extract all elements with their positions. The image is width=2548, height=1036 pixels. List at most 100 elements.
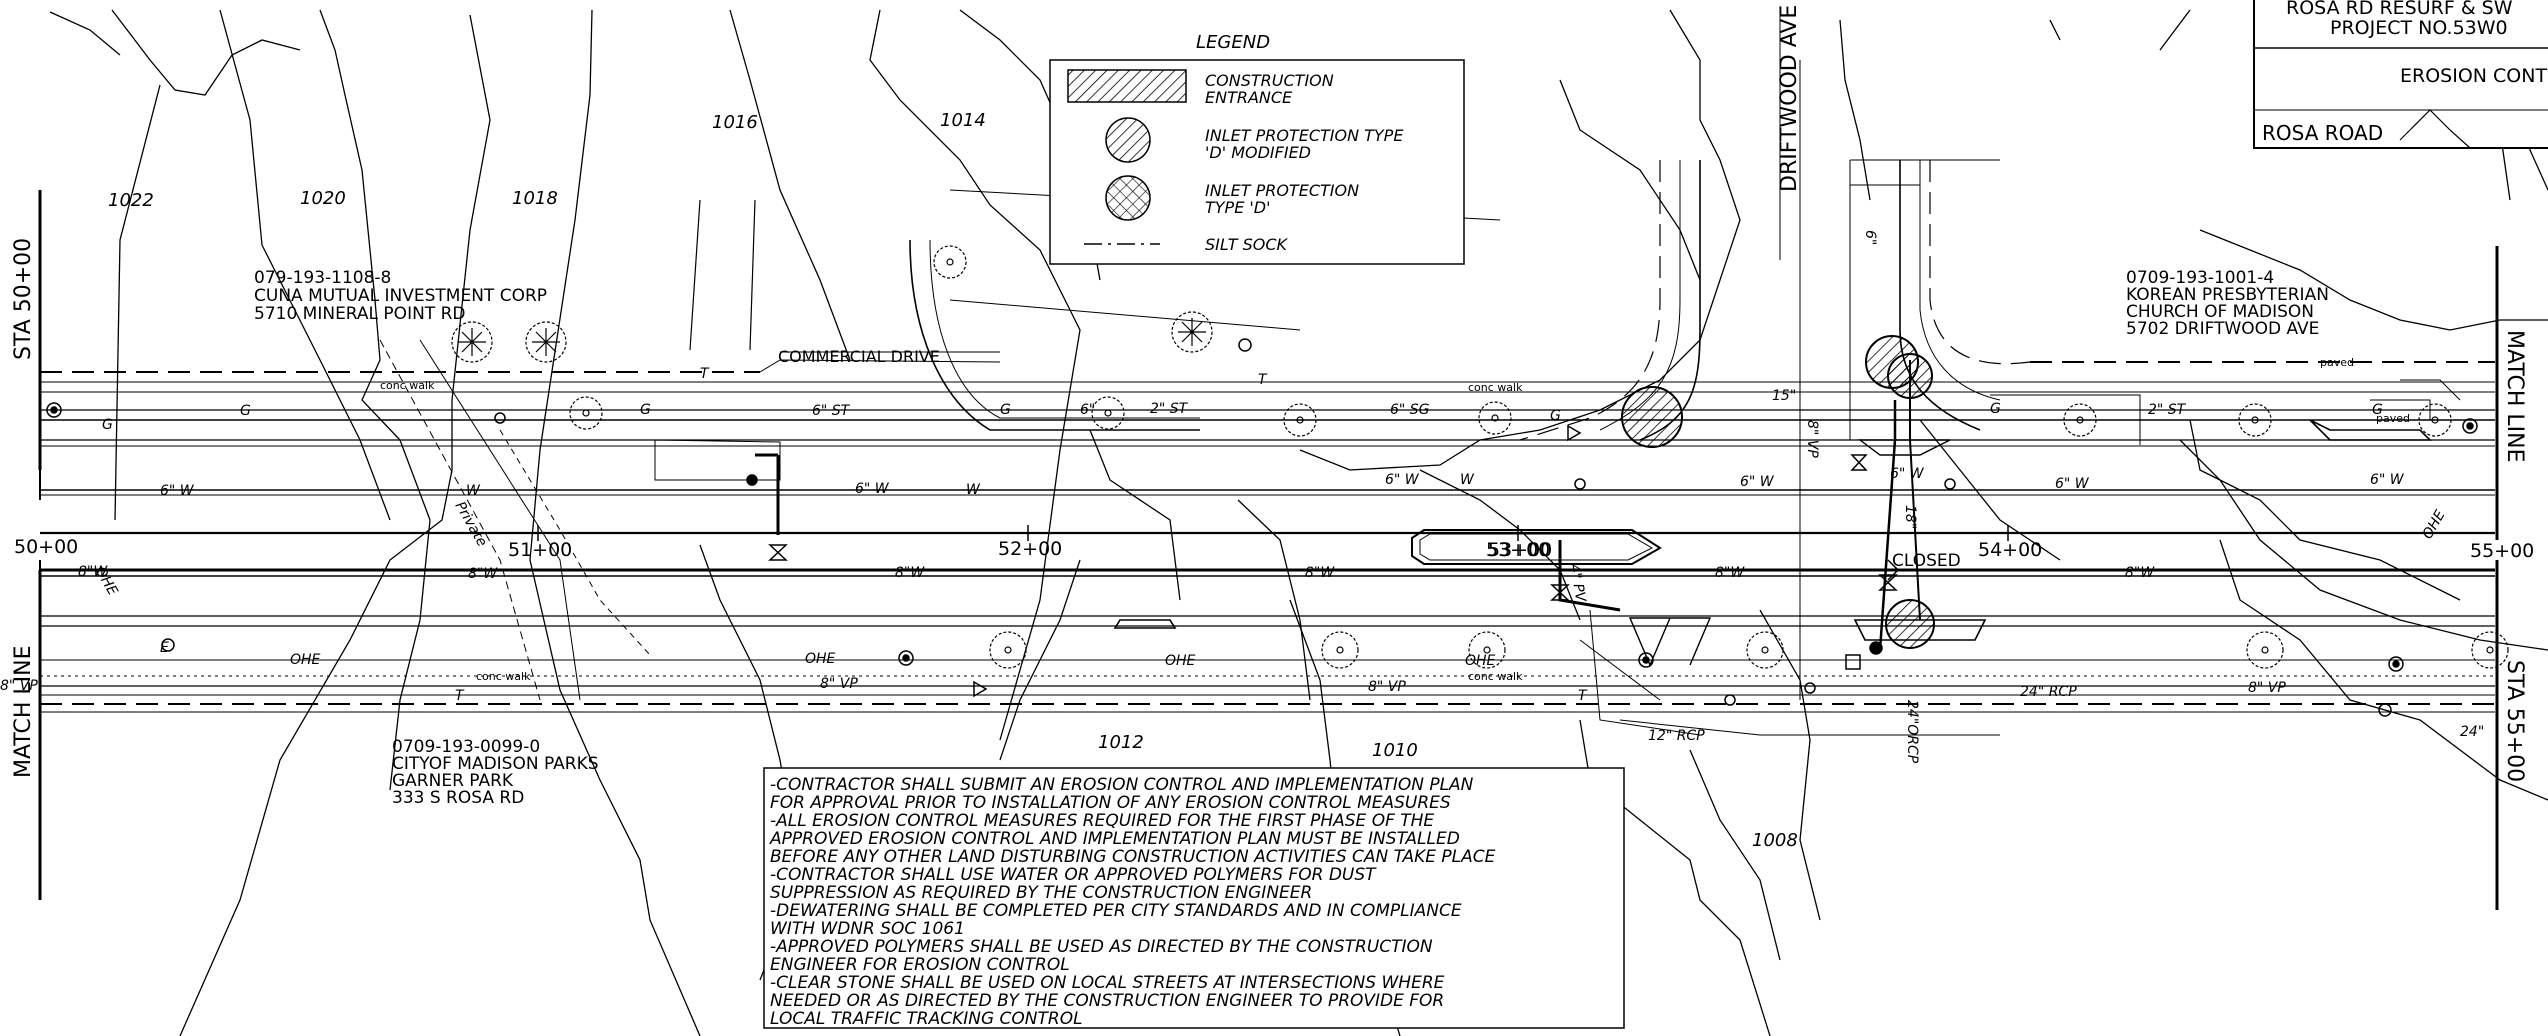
hydrant-icon (2462, 418, 2478, 434)
contour-label: 1008 (1752, 830, 1798, 851)
manhole-icon (1238, 338, 1252, 352)
conc-walk-label: conc walk (476, 670, 531, 683)
note-line: APPROVED EROSION CONTROL AND IMPLEMENTAT… (769, 829, 1460, 849)
legend-item-label: CONSTRUCTION (1205, 71, 1334, 90)
contour-label: 1012 (1098, 732, 1144, 753)
tree-icon (1478, 401, 1512, 435)
gas-label: G (2372, 402, 2383, 418)
note-line: FOR APPROVAL PRIOR TO INSTALLATION OF AN… (770, 793, 1451, 813)
conc-walk-label: conc walk (1468, 381, 1523, 394)
tree-icon (2418, 403, 2452, 437)
station-label: 52+00 (998, 538, 1062, 560)
manhole-icon (1638, 652, 1654, 668)
tree-icon (933, 245, 967, 279)
water-label: 6" W (1740, 474, 1775, 490)
valve-icon (1850, 454, 1868, 471)
ohe-label: OHE (290, 652, 321, 668)
legend-item-label: 'D' MODIFIED (1205, 143, 1311, 162)
water-label: W (966, 482, 981, 498)
note-line: -CONTRACTOR SHALL SUBMIT AN EROSION CONT… (770, 775, 1474, 795)
tree-icon (569, 396, 603, 430)
contour-label: 1014 (940, 110, 986, 131)
storm-label: 6" (1080, 402, 1095, 418)
title-block: ROSA RD RESURF & SW PROJECT NO.53W0 EROS… (2253, 0, 2548, 149)
sanitary-label: 2" ST (1150, 401, 1189, 417)
legend-item-label: INLET PROTECTION TYPE (1205, 126, 1404, 145)
valve-icon (1887, 559, 1900, 581)
valve-icon (1878, 574, 1898, 591)
parcel-id: 079-193-1108-8 (254, 268, 391, 288)
gas-label: G (1990, 401, 2001, 417)
tree-icons (451, 245, 2509, 669)
tree-icon (1091, 396, 1125, 430)
note-line: LOCAL TRAFFIC TRACKING CONTROL (770, 1009, 1083, 1029)
note-line: SUPPRESSION AS REQUIRED BY THE CONSTRUCT… (770, 883, 1312, 903)
water-label: 6" W (2055, 476, 2090, 492)
utility-symbols (46, 338, 2478, 717)
contour-label: 1018 (512, 188, 558, 209)
notes-box (763, 767, 1625, 1029)
note-line: ENGINEER FOR EROSION CONTROL (770, 955, 1070, 975)
station-label-right: STA 55+00 (2502, 660, 2527, 782)
inlet-protection-type-d-icon (1105, 175, 1151, 221)
contour-label: 1016 (712, 112, 758, 133)
valve-icon (768, 544, 788, 561)
note-line: -APPROVED POLYMERS SHALL BE USED AS DIRE… (770, 937, 1433, 957)
manhole-icon (161, 638, 175, 652)
sanitary-label: 2" ST (2148, 402, 2187, 418)
legend: LEGEND CONSTRUCTION ENTRANCE INLET PROTE… (1049, 32, 1465, 265)
tree-icon (1746, 631, 1784, 669)
gas-label: G (1550, 408, 1561, 424)
tree-icon (525, 321, 567, 363)
closed-valve-label: CLOSED (1892, 551, 1961, 571)
water-label: 8"W (1715, 565, 1745, 581)
water-label: W (466, 483, 481, 499)
parcel-korean-presbyterian: 0709-193-1001-4 KOREAN PRESBYTERIAN CHUR… (2126, 268, 2329, 339)
parcel-id: 0709-193-1001-4 (2126, 268, 2274, 288)
ohe-label: OHE (1165, 653, 1196, 669)
gas-label: G (102, 417, 113, 433)
tree-icon (1468, 631, 1506, 669)
tree-icon (2063, 403, 2097, 437)
driftwood-ave-label: DRIFTWOOD AVE (1777, 5, 1802, 192)
contour-labels: 1022 1020 1018 1016 1014 1012 1010 1008 (108, 110, 1798, 851)
sheet-title: EROSION CONT (2400, 65, 2547, 87)
parcel-id: 0709-193-0099-0 (392, 737, 540, 757)
manhole-icon (898, 650, 914, 666)
rcp-label: 24" RCP (2020, 684, 2077, 700)
note-line: WITH WDNR SOC 1061 (770, 919, 965, 939)
telephone-label: T (700, 366, 710, 382)
match-line-labels: STA 50+00 MATCH LINE MATCH LINE STA 55+0… (11, 238, 2527, 782)
parcel-address: 5710 MINERAL POINT RD (254, 304, 466, 324)
storm-label: 18" (1902, 505, 1918, 529)
parcel-owner-2: GARNER PARK (392, 771, 514, 791)
gas-label: G (240, 403, 251, 419)
manhole-icon (1724, 694, 1736, 706)
tree-icon (2471, 631, 2509, 669)
general-notes: -CONTRACTOR SHALL SUBMIT AN EROSION CONT… (763, 767, 1625, 1029)
triangle-marker-icon (973, 680, 988, 698)
small-annotations: conc walk conc walk conc walk conc walk … (380, 356, 2410, 683)
inlet-protection-type-d-modified-icon (1887, 353, 1933, 399)
note-line: -DEWATERING SHALL BE COMPLETED PER CITY … (770, 901, 1462, 921)
road-name: ROSA ROAD (2262, 121, 2383, 145)
ohe-label: OHE (2420, 508, 2449, 542)
contour-label: 1022 (108, 190, 154, 211)
parcel-owner: CUNA MUTUAL INVESTMENT CORP (254, 286, 547, 306)
contour-label: 1010 (1372, 740, 1418, 761)
tree-icon (2238, 403, 2272, 437)
station-ticks (537, 525, 2009, 541)
tree-icon (1283, 403, 1317, 437)
match-line-left: MATCH LINE (11, 646, 36, 778)
inlet-icon (1845, 654, 1861, 670)
tree-icon (989, 631, 1027, 669)
parcel-owner-2: CHURCH OF MADISON (2126, 302, 2314, 322)
tree-icon (2246, 631, 2284, 669)
note-line: NEEDED OR AS DIRECTED BY THE CONSTRUCTIO… (770, 991, 1444, 1011)
manhole-icon (2388, 656, 2404, 672)
water-label: 8"W (1305, 565, 1335, 581)
private-label: Private (452, 499, 490, 549)
legend-item-label: INLET PROTECTION (1205, 181, 1359, 200)
manhole-icon (1804, 682, 1816, 694)
